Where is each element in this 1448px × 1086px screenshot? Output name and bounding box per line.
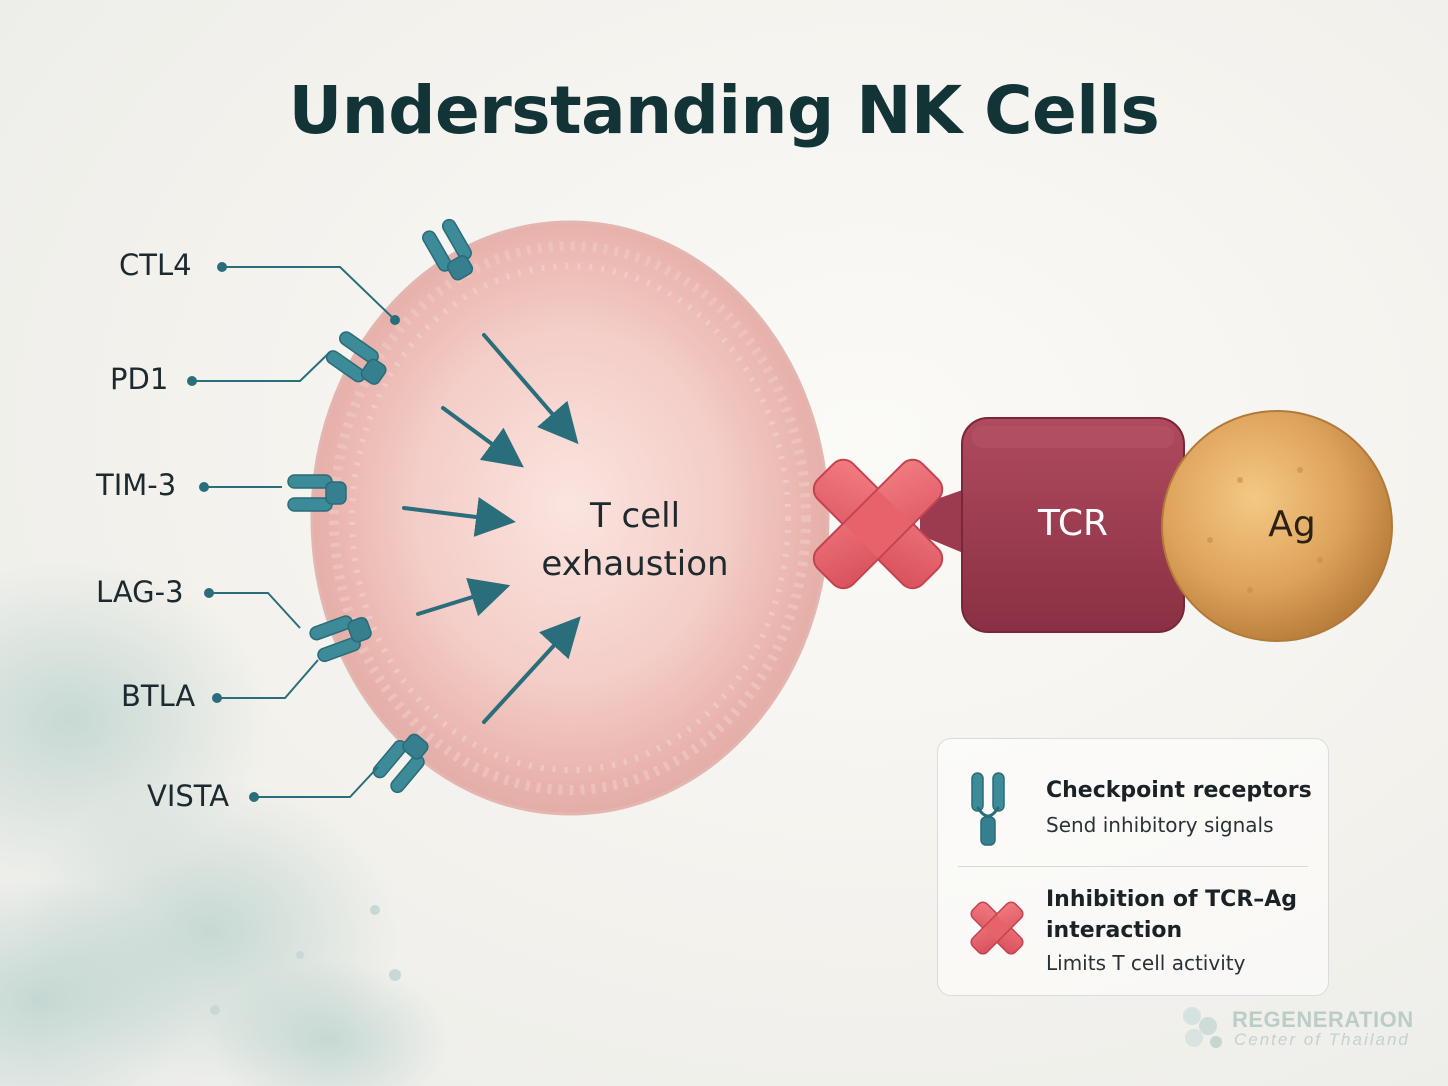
receptor-label-pd1: PD1: [110, 362, 169, 396]
logo-name: REGENERATION: [1232, 1007, 1414, 1032]
tcr-block: [961, 417, 1185, 633]
logo-hexagon-icon: [1183, 1007, 1222, 1048]
tcr-label: TCR: [1037, 503, 1109, 544]
t-cell-label-line2: exhaustion: [541, 544, 729, 584]
legend-checkpoint-title: Checkpoint receptors: [1046, 778, 1312, 803]
legend-inhibition-title-line1: Inhibition of TCR–Ag: [1046, 887, 1298, 912]
inhibitory-signal-arrows: [402, 333, 581, 724]
legend-checkpoint-desc: Send inhibitory signals: [1046, 813, 1274, 837]
antigen-sphere: [1161, 410, 1393, 642]
t-cell-label-line1: T cell: [589, 496, 681, 536]
page-title: Understanding NK Cells: [288, 72, 1160, 149]
label-leader-lines: [187, 262, 400, 802]
legend-divider: [958, 866, 1308, 867]
receptor-label-ctl4: CTL4: [119, 248, 192, 282]
receptor-label-btla: BTLA: [121, 679, 196, 713]
t-cell: [310, 220, 830, 816]
receptor-label-tim3: TIM-3: [96, 468, 177, 502]
legend-box: Checkpoint receptors Send inhibitory sig…: [937, 738, 1329, 996]
brand-logo: REGENERATION Center of Thailand: [1180, 1004, 1420, 1054]
checkpoint-receptor-legend-icon: [971, 772, 1005, 846]
receptor-label-vista: VISTA: [147, 779, 230, 813]
t-cell-exhaustion-label: T cell exhaustion: [515, 492, 755, 588]
inhibition-x-legend-icon: [970, 901, 1024, 955]
legend-inhibition-title-line2: interaction: [1046, 918, 1183, 943]
background-cells-decoration: [0, 560, 450, 1086]
inhibition-x-icon: [812, 458, 944, 590]
legend-inhibition-title: Inhibition of TCR–Ag interaction: [1046, 884, 1297, 946]
antigen-label: Ag: [1268, 504, 1316, 545]
receptor-label-lag3: LAG-3: [96, 575, 184, 609]
legend-inhibition-desc: Limits T cell activity: [1046, 951, 1246, 975]
logo-subtitle: Center of Thailand: [1234, 1030, 1410, 1049]
